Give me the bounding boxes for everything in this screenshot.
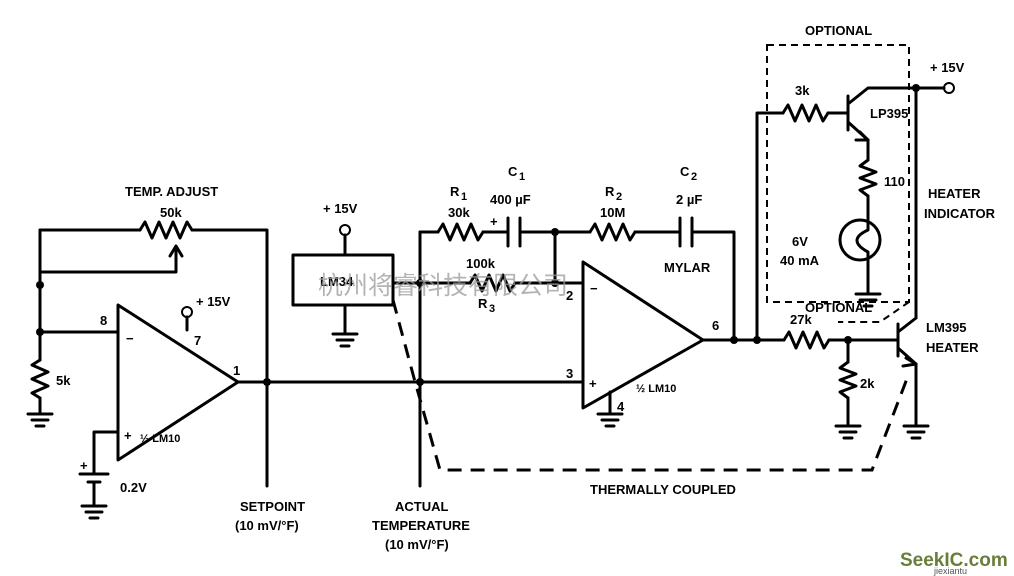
- c2-value: 2 µF: [676, 192, 702, 207]
- r2k-label: 2k: [860, 376, 875, 391]
- r2-label: R: [605, 184, 615, 199]
- pin3-label: 3: [566, 366, 573, 381]
- source-plus: +: [80, 458, 88, 473]
- lm34-sensor: + 15V LM34: [291, 201, 422, 348]
- capacitor-c2: [678, 216, 694, 248]
- ground-symbol: [26, 412, 54, 428]
- r3k-label: 3k: [795, 83, 810, 98]
- pin8-label: 8: [100, 313, 107, 328]
- optional-label: OPTIONAL: [805, 23, 872, 38]
- c2-subscript: 2: [691, 171, 697, 183]
- resistor-2k: [838, 360, 858, 400]
- heater-indicator-label-2: INDICATOR: [924, 206, 996, 221]
- power-terminal: [181, 306, 193, 318]
- r110-label: 110: [884, 174, 905, 189]
- temp-adjust-label: TEMP. ADJUST: [125, 184, 218, 199]
- pot-50k-label: 50k: [160, 205, 182, 220]
- lm395-heater-label: HEATER: [926, 340, 979, 355]
- setpoint-scale-label: (10 mV/°F): [235, 518, 299, 533]
- resistor-5k: [30, 358, 50, 400]
- plus15-lm34-label: + 15V: [323, 201, 358, 216]
- heater-indicator-label-1: HEATER: [928, 186, 981, 201]
- r1-label: R: [450, 184, 460, 199]
- pot-50k: [138, 220, 194, 240]
- op-amp-b: [581, 260, 705, 410]
- op-amp-b-plus: +: [589, 376, 597, 391]
- watermark-logo: SeekIC.com: [900, 550, 1008, 571]
- actual-temperature-label: TEMPERATURE: [372, 518, 470, 533]
- pin4-label: 4: [617, 399, 625, 414]
- lamp-current-label: 40 mA: [780, 253, 820, 268]
- lp395-label: LP395: [870, 106, 908, 121]
- optional-indicator: OPTIONAL OPTIONAL 3k LP395 110 6V 40 mA …: [755, 23, 996, 342]
- resistor-r2: [588, 222, 637, 242]
- pin7-label: 7: [194, 333, 201, 348]
- c2-label: C: [680, 164, 690, 179]
- r27k-label: 27k: [790, 312, 812, 327]
- lm10-a-label: ½ LM10: [140, 433, 180, 445]
- watermark-logo-sub: jiexiantu: [933, 566, 967, 576]
- c1-plus: +: [490, 214, 498, 229]
- lm10-b-label: ½ LM10: [636, 383, 676, 395]
- c1-label: C: [508, 164, 518, 179]
- op-amp-a-plus: +: [124, 428, 132, 443]
- lm34-box: [291, 253, 395, 307]
- resistor-r3: [468, 273, 517, 293]
- actual-scale-label: (10 mV/°F): [385, 537, 449, 552]
- optional-dashed-box: [766, 44, 910, 303]
- pin1-label: 1: [233, 363, 240, 378]
- r2-subscript: 2: [616, 191, 622, 203]
- resistor-r1: [436, 222, 485, 242]
- c1-value: 400 µF: [490, 192, 531, 207]
- r5k-label: 5k: [56, 373, 71, 388]
- setpoint-amplifier: − + ½ LM10 + 15V 7 1 8 TEMP. ADJUST 50k …: [26, 184, 422, 533]
- capacitor-c1: [506, 216, 522, 248]
- plus15-amp-label: + 15V: [196, 294, 231, 309]
- mylar-label: MYLAR: [664, 260, 711, 275]
- pin6-label: 6: [712, 318, 719, 333]
- r2-value: 10M: [600, 205, 625, 220]
- r3-value: 100k: [466, 256, 496, 271]
- thermal-coupling-line: [391, 299, 910, 472]
- lm395-label: LM395: [926, 320, 966, 335]
- c1-subscript: 1: [519, 171, 525, 183]
- pin2-label: 2: [566, 288, 573, 303]
- op-amp-a-minus: −: [126, 331, 134, 346]
- resistor-110: [858, 158, 878, 198]
- r1-subscript: 1: [461, 191, 467, 203]
- thermally-coupled-label: THERMALLY COUPLED: [590, 482, 736, 497]
- op-amp-a: [116, 303, 240, 462]
- heater-driver: + 15V 27k 2k LM395 HEATER: [782, 60, 979, 440]
- lamp-voltage-label: 6V: [792, 234, 808, 249]
- setpoint-label: SETPOINT: [240, 499, 305, 514]
- op-amp-b-minus: −: [590, 281, 598, 296]
- lm34-label: LM34: [320, 274, 354, 289]
- resistor-3k: [781, 103, 830, 123]
- resistor-27k: [782, 330, 831, 350]
- r3-label: R: [478, 296, 488, 311]
- actual-label: ACTUAL: [395, 499, 448, 514]
- power-terminal: [943, 82, 955, 94]
- optional-label-bottom: OPTIONAL: [805, 300, 872, 315]
- error-amplifier: ACTUAL TEMPERATURE (10 mV/°F) R 1 30k + …: [372, 164, 786, 552]
- lamp-icon: [838, 218, 882, 262]
- r3-subscript: 3: [489, 303, 495, 315]
- v02-label: 0.2V: [120, 480, 147, 495]
- watermark-text: 杭州将睿科技有限公司: [318, 271, 568, 300]
- plus15-top-label: + 15V: [930, 60, 965, 75]
- r1-value: 30k: [448, 205, 470, 220]
